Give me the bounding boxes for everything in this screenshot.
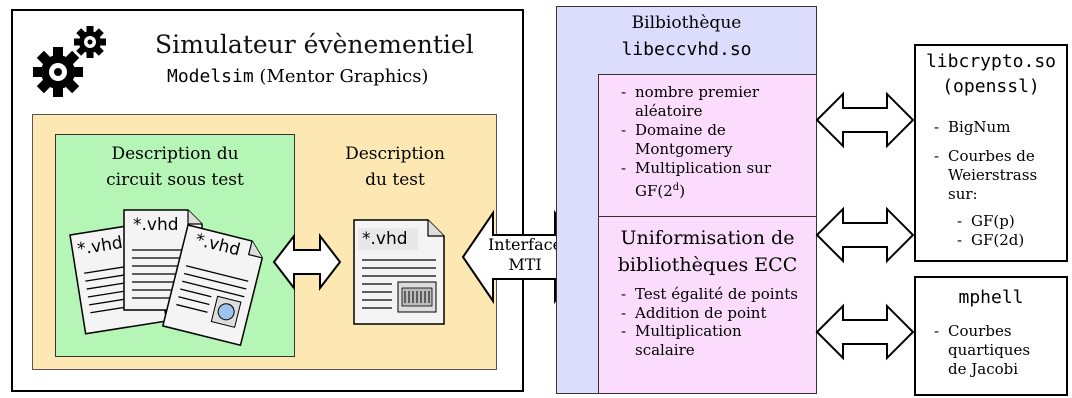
library-bottom-list: Test égalité de points Addition de point… xyxy=(621,285,801,359)
gf-close: ) xyxy=(679,182,686,200)
list-item: GF(p) xyxy=(957,212,1057,231)
uniformisation-title-line2: bibliothèques ECC xyxy=(617,254,798,276)
dut-title-line1: Description du xyxy=(111,144,239,164)
gf-text: Multiplication sur GF(2 xyxy=(635,159,771,200)
interface-line2: MTI xyxy=(508,255,542,274)
testbench-title: Description du test xyxy=(330,141,460,193)
list-item: Domaine de Montgomery xyxy=(621,121,811,159)
testbench-title-line1: Description xyxy=(345,144,445,164)
testbench-file xyxy=(353,219,445,325)
dut-title-line2: circuit sous test xyxy=(106,170,244,190)
list-item: Multiplication scalaire xyxy=(621,322,801,359)
gf-superscript: d xyxy=(672,182,680,193)
testbench-title-line2: du test xyxy=(365,170,425,190)
libcrypto-arrow-top xyxy=(815,91,915,149)
interface-line1: Interface xyxy=(487,235,563,254)
libcrypto-name: libcrypto.so xyxy=(925,51,1057,72)
dut-test-arrow xyxy=(272,233,342,291)
simulator-subtitle: Modelsim (Mentor Graphics) xyxy=(167,66,428,87)
list-item: Test égalité de points xyxy=(621,285,801,304)
dut-file-label-2: *.vhd xyxy=(133,215,179,235)
uniformisation-title-line1: Uniformisation de xyxy=(620,227,795,249)
list-item: Courbes de Weierstrass sur: xyxy=(934,147,1060,204)
libcrypto-arrow-bottom xyxy=(815,206,915,264)
simulator-title: Simulateur évènementiel xyxy=(155,30,474,59)
libcrypto-sub: (openssl) xyxy=(942,76,1040,97)
dut-files xyxy=(69,209,264,347)
list-item: Courbes quartiques de Jacobi xyxy=(934,322,1044,379)
uniformisation-title: Uniformisation de bibliothèques ECC xyxy=(598,225,817,279)
library-top-list: nombre premier aléatoire Domaine de Mont… xyxy=(621,83,811,201)
dut-title: Description du circuit sous test xyxy=(55,141,295,193)
list-item: BigNum xyxy=(934,118,1060,137)
simulator-vendor: (Mentor Graphics) xyxy=(253,66,429,87)
list-item: nombre premier aléatoire xyxy=(621,83,811,121)
libcrypto-list: BigNum Courbes de Weierstrass sur: xyxy=(934,118,1060,204)
mphell-arrow xyxy=(815,303,915,361)
library-title: Bilbiothèque xyxy=(631,13,742,33)
libcrypto-fields: GF(p) GF(2d) xyxy=(957,212,1057,250)
mphell-name: mphell xyxy=(958,287,1024,308)
list-item: Addition de point xyxy=(621,304,801,323)
mphell-list: Courbes quartiques de Jacobi xyxy=(934,322,1044,379)
simulator-product: Modelsim xyxy=(167,66,254,87)
library-filename: libeccvhd.so xyxy=(621,39,752,60)
list-item: Multiplication sur GF(2d) xyxy=(621,159,811,201)
testbench-file-label: *.vhd xyxy=(362,229,408,249)
interface-mti-label: Interface MTI xyxy=(485,235,565,275)
gears-icon xyxy=(33,26,106,97)
list-item: GF(2d) xyxy=(957,231,1057,250)
